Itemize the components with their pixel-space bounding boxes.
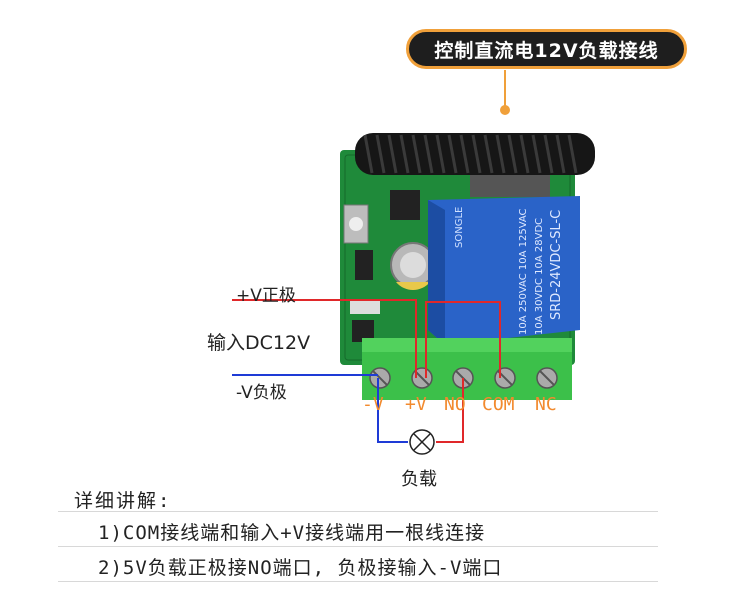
chip <box>390 190 420 220</box>
terminal-label-neg: -V <box>362 394 384 415</box>
callout-dot <box>500 105 510 115</box>
antenna-coil <box>355 133 595 175</box>
load-lamp-icon <box>409 429 435 455</box>
capacitor <box>390 242 436 291</box>
note-row-2-lines <box>58 546 658 582</box>
note-item-1: 1)COM接线端和输入+V接线端用一根线连接 <box>98 522 486 544</box>
wire-com-link <box>425 301 501 378</box>
svg-text:10A 30VDC 10A 28VDC: 10A 30VDC 10A 28VDC <box>534 218 545 335</box>
label-positive: +V正极 <box>236 286 296 306</box>
title-badge: 控制直流电12V负载接线 <box>406 29 687 69</box>
notes-heading: 详细讲解: <box>74 490 172 512</box>
blue-wires <box>232 374 408 443</box>
wire-pos-input <box>232 299 417 378</box>
terminal-label-nc: NC <box>535 394 557 415</box>
wire-neg-load <box>377 378 408 443</box>
wire-no-load <box>436 378 464 443</box>
red-wires <box>232 299 501 443</box>
terminal-block <box>362 338 572 400</box>
label-negative: -V负极 <box>236 383 287 403</box>
relay: SONGLE SRD-24VDC-SL-C 10A 250VAC 10A 125… <box>428 196 580 345</box>
svg-text:SONGLE: SONGLE <box>454 207 465 248</box>
svg-text:SRD-24VDC-SL-C: SRD-24VDC-SL-C <box>549 210 564 320</box>
svg-text:10A 250VAC 10A 125VAC: 10A 250VAC 10A 125VAC <box>518 208 529 335</box>
terminal-label-com: COM <box>482 394 515 415</box>
terminal-label-pos: +V <box>405 394 427 415</box>
terminal-label-no: NO <box>444 394 466 415</box>
label-input: 输入DC12V <box>207 332 311 354</box>
label-load: 负载 <box>401 469 437 490</box>
note-item-2: 2)5V负载正极接NO端口, 负极接输入-V端口 <box>98 557 503 579</box>
